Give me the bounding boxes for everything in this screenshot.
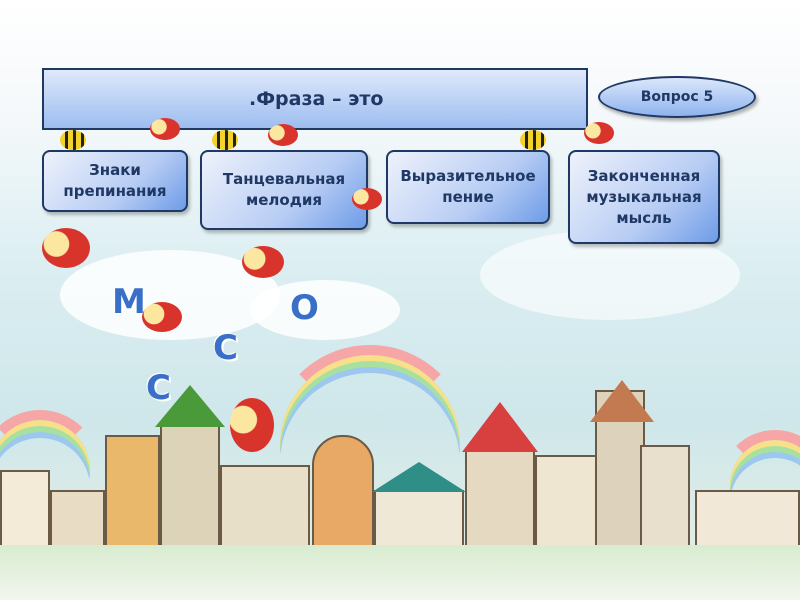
house xyxy=(0,470,50,550)
letter-s: С xyxy=(213,328,238,368)
question-number-badge: Вопрос 5 xyxy=(598,76,756,118)
rainbow xyxy=(270,345,470,545)
bee-icon xyxy=(60,130,86,150)
ladybug-icon xyxy=(230,398,274,452)
house xyxy=(374,490,464,550)
house xyxy=(640,445,690,550)
answer-option-4[interactable]: Законченная музыкальная мысль xyxy=(568,150,720,244)
ladybug-icon xyxy=(268,124,298,146)
house-roof xyxy=(590,380,654,422)
ladybug-icon xyxy=(352,188,382,210)
house xyxy=(160,425,220,550)
house xyxy=(535,455,597,550)
house xyxy=(465,450,535,550)
bee-icon xyxy=(520,130,546,150)
house xyxy=(220,465,310,550)
ladybug-icon xyxy=(584,122,614,144)
letter-o: О xyxy=(290,288,319,328)
house xyxy=(695,490,800,550)
ladybug-icon xyxy=(150,118,180,140)
cloud xyxy=(480,230,740,320)
house xyxy=(50,490,105,550)
answer-option-2[interactable]: Танцевальная мелодия xyxy=(200,150,368,230)
ladybug-icon xyxy=(42,228,90,268)
rainbow xyxy=(720,430,800,540)
question-title: .Фраза – это xyxy=(42,68,588,130)
house-roof xyxy=(372,462,466,492)
ladybug-icon xyxy=(142,302,182,332)
rainbow xyxy=(0,410,100,530)
house-roof xyxy=(462,402,538,452)
answer-option-3[interactable]: Выразительное пение xyxy=(386,150,550,224)
ladybug-icon xyxy=(242,246,284,278)
letter-m: М xyxy=(112,282,146,322)
ground xyxy=(0,545,800,600)
house xyxy=(105,435,160,550)
bee-icon xyxy=(212,130,238,150)
house-roof xyxy=(155,385,225,427)
answer-option-1[interactable]: Знаки препинания xyxy=(42,150,188,212)
house xyxy=(312,435,374,550)
cloud xyxy=(250,280,400,340)
